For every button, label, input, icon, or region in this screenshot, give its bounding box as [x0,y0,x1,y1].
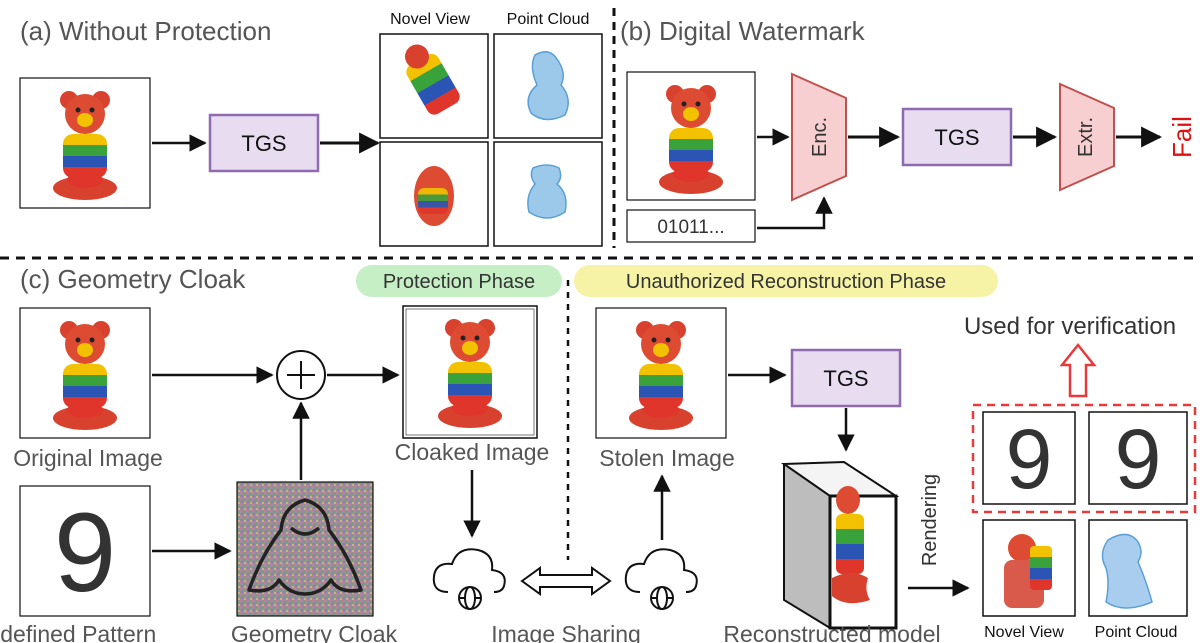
arrow-bits-to-enc [757,196,833,230]
verification-up-arrow [1059,342,1097,398]
verify-novel-view-frame [982,411,1076,505]
render-novel-view-label: Novel View [984,624,1064,641]
protection-phase-highlight [356,265,562,297]
point-cloud-render-top-a [527,51,569,121]
render-point-cloud-image [1101,533,1153,609]
cloak-icon [247,498,363,596]
point-cloud-render-bottom-a [527,164,567,219]
tgs-box-a [208,113,320,173]
encoder-block [791,72,847,202]
render-point-cloud-label: Point Cloud [1095,624,1178,641]
watermark-bits-box [626,209,756,243]
verification-box [971,403,1197,514]
protection-phase-label: Protection Phase [383,271,535,293]
cloaked-image-caption: Cloaked Image [395,439,550,465]
pattern-image-frame [19,485,151,617]
tgs-label-c: TGS [823,366,868,391]
rendering-label: Rendering [919,474,941,566]
reconstruction-phase-label: Unauthorized Reconstruction Phase [626,271,946,293]
watermark-bits: 01011... [657,217,724,238]
sharing-double-arrow [520,566,612,596]
novel-view-label-a: Novel View [390,11,470,28]
tgs-label-a: TGS [241,131,286,156]
point-cloud-label-a: Point Cloud [507,11,590,28]
tgs-box-b [901,107,1013,167]
cloud-download-icon [624,548,698,610]
cloud-upload-icon [432,548,506,610]
verify-point-cloud-digit: 9 [1115,412,1162,506]
reconstructed-model [780,460,900,630]
tgs-box-c [790,348,902,408]
section-c-title: (c) Geometry Cloak [20,264,246,294]
section-b-title: (b) Digital Watermark [620,16,866,46]
original-image-caption: Original Image [13,445,163,471]
extractor-block [1059,82,1115,192]
render-novel-view-image [1004,534,1052,608]
verify-point-cloud-frame [1088,411,1188,505]
image-sharing-caption: Image Sharing [491,621,641,643]
extractor-label: Extr. [1075,117,1097,157]
encoder-label: Enc. [809,117,831,157]
section-a-title: (a) Without Protection [20,16,271,46]
pattern-caption: e-defined Pattern [0,621,156,643]
novel-view-render-top-a [405,44,460,115]
novel-view-render-bottom-a [414,166,454,226]
stolen-image-caption: Stolen Image [599,445,735,471]
pattern-digit: 9 [54,490,116,615]
geometry-cloak-image [236,481,374,617]
geometry-cloak-caption: Geometry Cloak [231,621,398,643]
verify-novel-view-digit: 9 [1006,412,1053,506]
used-for-verification-label: Used for verification [964,313,1176,340]
fail-label: Fail [1167,116,1197,158]
reconstructed-model-caption: Reconstructed model [723,621,940,643]
reconstruction-phase-highlight [574,265,998,297]
tgs-label-b: TGS [934,125,979,150]
